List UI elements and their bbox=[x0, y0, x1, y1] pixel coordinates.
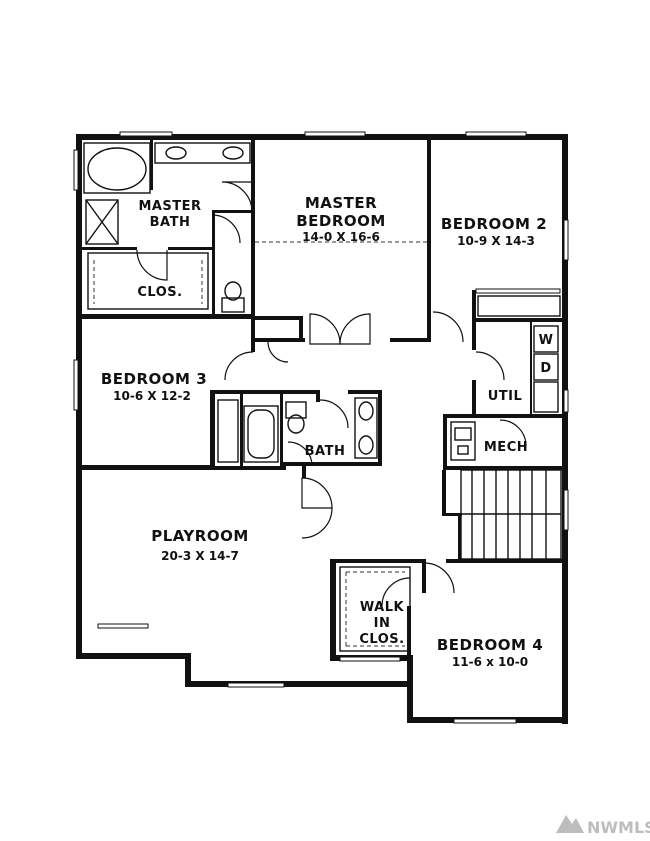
watermark-text: NWMLS bbox=[587, 818, 650, 837]
mech-label: MECH bbox=[484, 440, 528, 455]
bath-fixtures bbox=[217, 397, 378, 463]
room-labels: MASTER BATH CLOS. MASTER BEDROOM 14-0 X … bbox=[101, 194, 554, 669]
interior-walls bbox=[82, 140, 564, 658]
master-bath-fixtures bbox=[83, 142, 251, 313]
master-bedroom-size: 14-0 X 16-6 bbox=[302, 230, 380, 244]
bedroom2-label: BEDROOM 2 bbox=[441, 215, 547, 233]
bedroom3-size: 10-6 X 12-2 bbox=[113, 389, 191, 403]
master-bath-label-line2: BATH bbox=[150, 215, 191, 230]
playroom-size: 20-3 X 14-7 bbox=[161, 549, 239, 563]
bedroom4-size: 11-6 x 10-0 bbox=[452, 655, 528, 669]
walk-in-closet-line1: WALK bbox=[360, 600, 405, 615]
door-swings bbox=[136, 181, 527, 607]
mech-fixtures bbox=[450, 421, 476, 461]
walk-in-closet-line3: CLOS. bbox=[359, 632, 404, 647]
playroom-label: PLAYROOM bbox=[151, 527, 249, 545]
master-bedroom-label-line2: BEDROOM bbox=[296, 212, 386, 230]
walk-in-closet-line2: IN bbox=[374, 616, 391, 631]
laundry-fixtures bbox=[477, 295, 561, 413]
nwmls-logo-icon bbox=[556, 815, 584, 833]
master-bath-label-line1: MASTER bbox=[138, 199, 201, 214]
dryer-label: D bbox=[540, 361, 551, 376]
watermark: NWMLS bbox=[556, 815, 650, 837]
bath-label: BATH bbox=[305, 444, 346, 459]
staircase bbox=[460, 469, 562, 560]
master-bedroom-label-line1: MASTER bbox=[305, 194, 377, 212]
bedroom3-label: BEDROOM 3 bbox=[101, 370, 207, 388]
util-label: UTIL bbox=[488, 389, 523, 404]
bedroom2-size: 10-9 X 14-3 bbox=[457, 234, 535, 248]
master-closet-label: CLOS. bbox=[137, 285, 182, 300]
closet-shelves bbox=[339, 566, 411, 652]
washer-label: W bbox=[539, 333, 554, 348]
bedroom4-label: BEDROOM 4 bbox=[437, 636, 543, 654]
